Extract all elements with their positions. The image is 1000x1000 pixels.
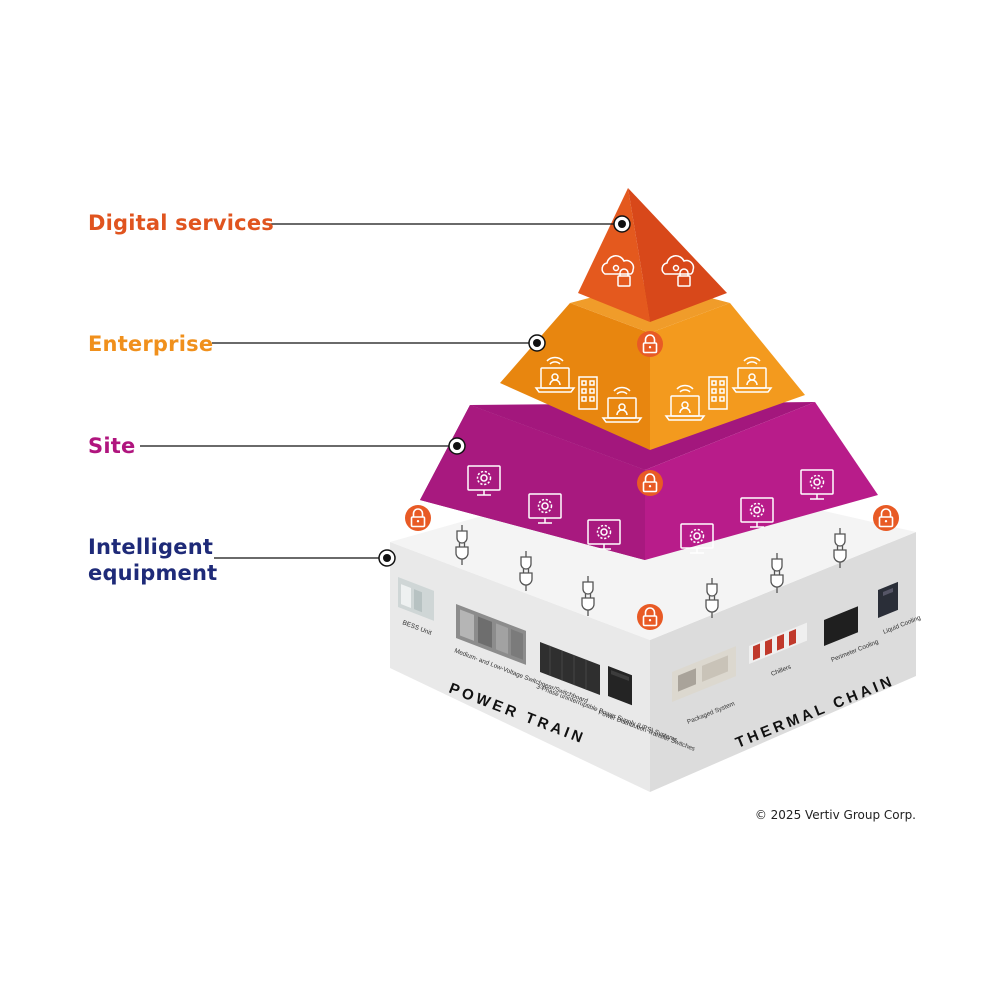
perimeter-cooling-image [824,606,858,646]
padlock-icon [636,603,664,631]
enterprise-label: Enterprise [88,332,214,356]
intelligent-equipment-label: Intelligent equipment [88,535,218,585]
digital-left-face [578,188,650,322]
digital-leader-dot-core [618,220,626,228]
ups-image [540,642,600,696]
leader-lines [140,215,631,567]
digital-right-face [628,188,727,322]
padlock-icon [636,469,664,497]
bess-unit-image [398,577,434,621]
base-right-face [650,532,916,792]
enterprise-leader-dot-core [533,339,541,347]
site-label: Site [88,434,136,458]
padlock-icon [404,504,432,532]
padlock-icon [872,504,900,532]
digital-services-label: Digital services [88,211,274,235]
enterprise-left-face [500,303,650,450]
switchgear-image [456,604,526,665]
equipment-leader-dot-core [383,554,391,562]
site-leader-dot-core [453,442,461,450]
copyright-notice: © 2025 Vertiv Group Corp. [754,808,916,822]
chillers-image [749,622,807,664]
site-right-face [645,402,878,560]
pdu-image [608,666,632,706]
liquid-cooling-image [878,581,898,618]
packaged-system-image [672,646,736,702]
padlock-icon [636,330,664,358]
digital-layer [578,188,727,322]
base-left-face [390,542,650,792]
